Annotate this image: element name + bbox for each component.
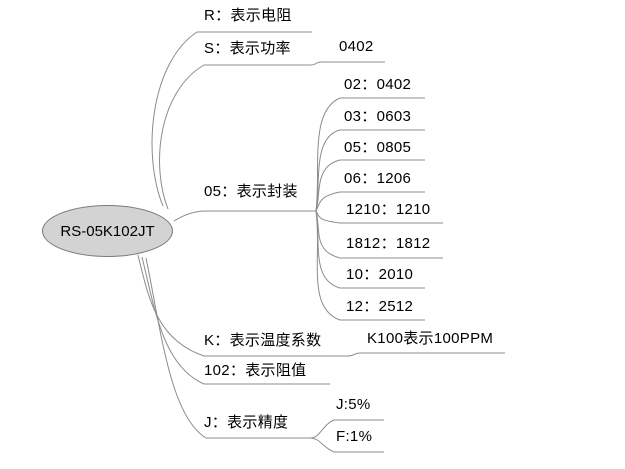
child-line-power-0402 xyxy=(309,61,385,66)
child-precision-j5[interactable]: J:5% xyxy=(336,396,371,413)
child-line-package-12 xyxy=(315,210,425,321)
root-node-label: RS-05K102JT xyxy=(60,222,155,240)
child-package-05-0805[interactable]: 05：0805 xyxy=(344,139,412,156)
child-power-0402[interactable]: 0402 xyxy=(339,38,374,55)
child-line-precision-j5 xyxy=(310,419,384,439)
child-precision-f1[interactable]: F:1% xyxy=(336,428,373,445)
child-package-12-2512[interactable]: 12：2512 xyxy=(346,298,414,315)
branch-line-precision xyxy=(145,257,311,439)
child-line-package-03 xyxy=(315,129,425,212)
child-package-06-1206[interactable]: 06：1206 xyxy=(344,170,412,187)
branch-temp-coefficient[interactable]: K：表示温度系数 xyxy=(204,332,322,349)
child-k100-100ppm[interactable]: K100表示100PPM xyxy=(367,330,494,347)
branch-line-resistance xyxy=(151,31,312,207)
child-line-precision-f1 xyxy=(310,437,384,453)
child-package-1812-1812[interactable]: 1812：1812 xyxy=(346,235,431,252)
branch-line-temp-coefficient xyxy=(137,254,348,357)
child-line-k100 xyxy=(347,352,505,357)
branch-resistance[interactable]: R：表示电阻 xyxy=(204,7,292,24)
child-package-02-0402[interactable]: 02：0402 xyxy=(344,76,412,93)
child-line-package-05 xyxy=(315,159,425,212)
child-package-03-0603[interactable]: 03：0603 xyxy=(344,108,412,125)
child-package-10-2010[interactable]: 10：2010 xyxy=(346,266,414,283)
branch-line-package xyxy=(173,210,316,222)
child-line-package-06 xyxy=(315,191,425,212)
branch-line-resistance-value xyxy=(141,256,330,385)
branch-package[interactable]: 05：表示封装 xyxy=(204,183,298,200)
child-package-1210-1210[interactable]: 1210：1210 xyxy=(346,201,431,218)
branch-power[interactable]: S：表示功率 xyxy=(204,40,291,57)
branch-resistance-value[interactable]: 102：表示阻值 xyxy=(204,362,307,379)
root-node[interactable]: RS-05K102JT xyxy=(42,205,173,257)
child-line-package-1210 xyxy=(315,210,443,224)
branch-line-power xyxy=(159,64,310,210)
branch-precision[interactable]: J：表示精度 xyxy=(204,414,289,431)
